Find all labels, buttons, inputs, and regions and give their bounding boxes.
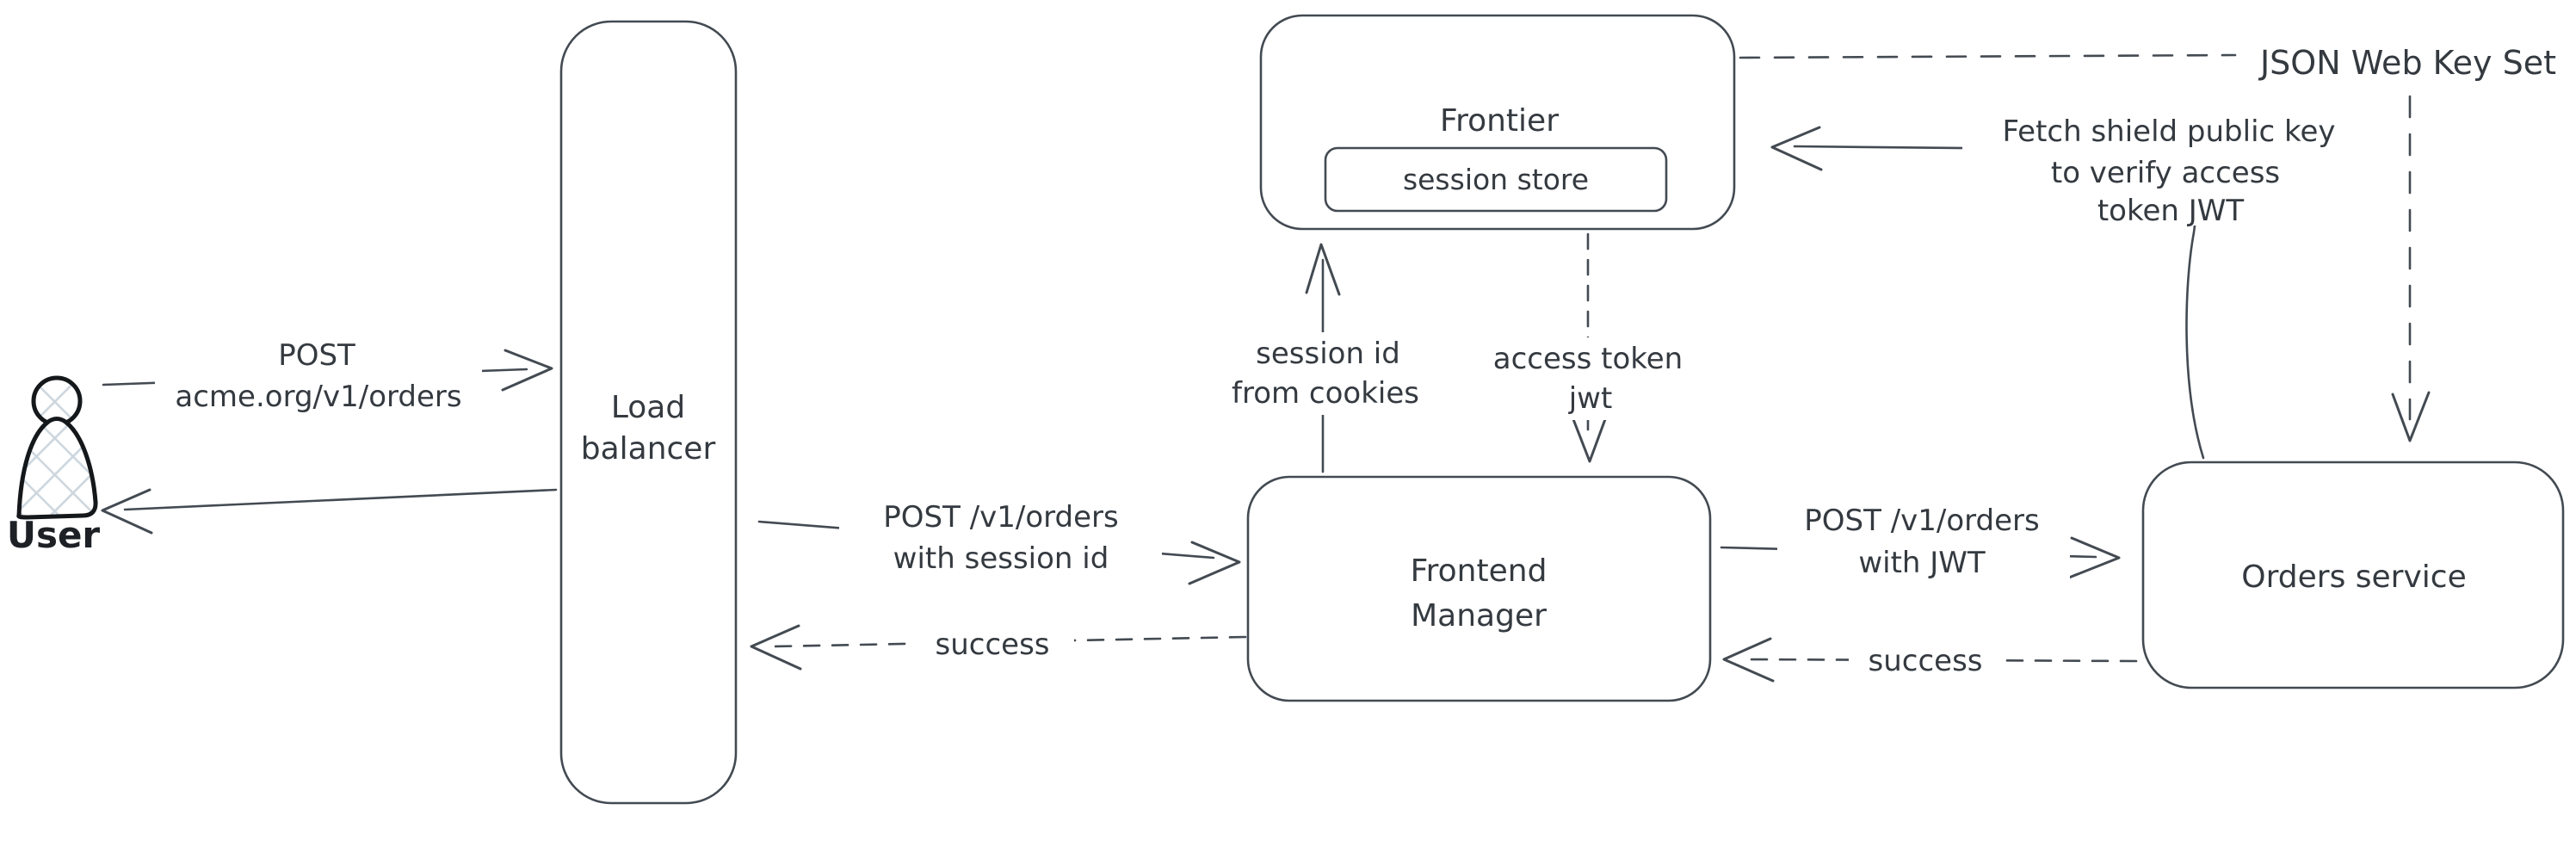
label-frontier-to-frontend-manager: access token jwt (1468, 337, 1708, 420)
label-frontend-manager-to-frontier: session id from cookies (1220, 332, 1436, 415)
line-frontier-to-jwks (1739, 53, 2237, 59)
label-with-jwt: with JWT (1858, 546, 1986, 580)
label-fetch-shield-line2: to verify access (2051, 156, 2280, 190)
label-user-to-load-balancer: POST acme.org/v1/orders (155, 334, 482, 415)
jwks-label: JSON Web Key Set (2258, 44, 2556, 82)
frontend-manager-label-line2: Manager (1411, 598, 1547, 634)
label-fetch-shield-line1: Fetch shield public key (2002, 114, 2335, 149)
node-load-balancer: Load balancer (559, 20, 738, 805)
load-balancer-label-line2: balancer (581, 431, 716, 467)
label-acme-url: acme.org/v1/orders (175, 380, 461, 414)
label-frontend-manager-to-load-balancer: success (911, 621, 1074, 670)
label-fetch-shield-line3: token JWT (2097, 194, 2245, 228)
label-orders-service-to-frontend-manager: success (1849, 637, 2002, 682)
person-icon (16, 375, 98, 520)
label-success-right: success (1869, 644, 1983, 678)
label-post: POST (278, 338, 355, 373)
arrow-jwks-to-orders-service (2391, 95, 2431, 442)
node-frontend-manager: Frontend Manager (1246, 475, 1712, 702)
node-orders-service: Orders service (2141, 461, 2565, 689)
label-success-left: success (936, 628, 1050, 662)
arrow-orders-service-to-frontend-manager (1722, 637, 2138, 683)
arrow-load-balancer-to-user (101, 488, 558, 535)
label-post-orders-jwt: POST /v1/orders (1804, 504, 2039, 538)
frontend-manager-label-line1: Frontend (1411, 553, 1547, 589)
label-with-session-id: with session id (893, 541, 1109, 576)
user-label: User (7, 514, 101, 556)
node-session-store: session store (1324, 146, 1668, 213)
node-user: User (7, 375, 101, 556)
label-access-token: access token (1493, 342, 1683, 376)
frontier-label: Frontier (1440, 103, 1559, 139)
load-balancer-label-line1: Load (611, 390, 685, 425)
orders-service-label: Orders service (2241, 560, 2466, 595)
label-orders-service-to-frontier: Fetch shield public key to verify access… (1962, 105, 2375, 228)
label-post-orders: POST /v1/orders (883, 500, 1118, 535)
label-session-id: session id (1256, 337, 1400, 371)
session-store-label: session store (1403, 163, 1589, 196)
label-load-balancer-to-frontend-manager: POST /v1/orders with session id (839, 495, 1162, 578)
label-from-cookies: from cookies (1232, 376, 1419, 411)
node-frontier: Frontier session store (1259, 14, 1736, 231)
label-frontend-manager-to-orders-service: POST /v1/orders with JWT (1777, 498, 2070, 584)
label-jwt: jwt (1568, 381, 1613, 416)
